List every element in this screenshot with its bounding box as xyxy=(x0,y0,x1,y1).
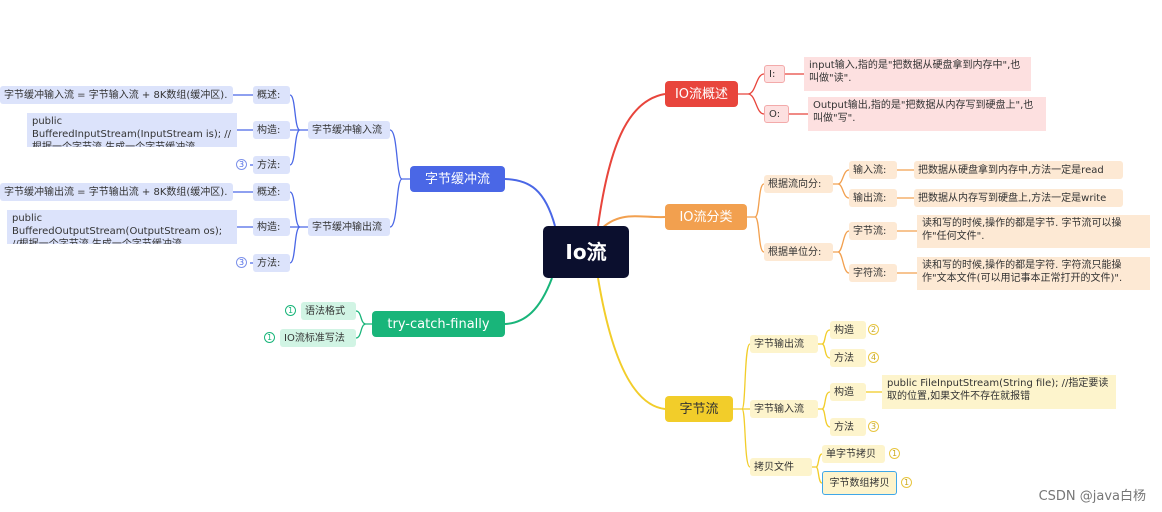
buffer-input-method-label[interactable]: 方法: xyxy=(253,156,290,174)
byte-output-method-count: 4 xyxy=(868,352,879,363)
overview-i-text[interactable]: input输入,指的是"把数据从硬盘拿到内存中",也叫做"读". xyxy=(804,57,1031,91)
overview-o-text[interactable]: Output输出,指的是"把数据从内存写到硬盘上",也叫做"写". xyxy=(808,97,1046,131)
buffer-output-method-label[interactable]: 方法: xyxy=(253,254,290,272)
byte-input-construct-text[interactable]: public FileInputStream(String file); //指… xyxy=(882,375,1116,409)
overview-o-label[interactable]: O: xyxy=(764,105,789,123)
byte-copy-single-count: 1 xyxy=(889,448,900,459)
buffer-input-overview-label[interactable]: 概述: xyxy=(253,86,290,104)
buffer-input-method-count: 3 xyxy=(236,159,247,170)
classify-output-label[interactable]: 输出流: xyxy=(849,189,897,207)
buffer-node[interactable]: 字节缓冲流 xyxy=(410,166,505,192)
byte-output-method[interactable]: 方法 xyxy=(830,349,866,367)
bytestream-node[interactable]: 字节流 xyxy=(665,396,733,422)
byte-output-construct[interactable]: 构造 xyxy=(830,321,866,339)
trycatch-syntax-count: 1 xyxy=(285,305,296,316)
buffer-input-construct-text[interactable]: public BufferedInputStream(InputStream i… xyxy=(27,113,237,147)
overview-node[interactable]: IO流概述 xyxy=(665,81,738,107)
classify-node[interactable]: IO流分类 xyxy=(665,204,747,230)
buffer-input-overview-text[interactable]: 字节缓冲输入流 = 字节输入流 + 8K数组(缓冲区). xyxy=(0,86,233,104)
trycatch-syntax[interactable]: 语法格式 xyxy=(301,302,356,320)
byte-copy-file[interactable]: 拷贝文件 xyxy=(750,458,812,476)
buffer-input-stream[interactable]: 字节缓冲输入流 xyxy=(308,121,390,139)
classify-input-label[interactable]: 输入流: xyxy=(849,161,897,179)
classify-input-text[interactable]: 把数据从硬盘拿到内存中,方法一定是read xyxy=(914,161,1123,179)
root-node[interactable]: Io流 xyxy=(543,226,629,278)
classify-by-direction[interactable]: 根据流向分: xyxy=(764,175,833,193)
classify-char-text[interactable]: 读和写的时候,操作的都是字符. 字符流只能操作"文本文件(可以用记事本正常打开的… xyxy=(917,257,1150,290)
trycatch-node[interactable]: try-catch-finally xyxy=(372,311,505,337)
byte-output-stream[interactable]: 字节输出流 xyxy=(750,335,818,353)
buffer-output-stream[interactable]: 字节缓冲输出流 xyxy=(308,218,390,236)
classify-byte-label[interactable]: 字节流: xyxy=(849,222,897,240)
byte-input-stream[interactable]: 字节输入流 xyxy=(750,400,818,418)
buffer-output-construct-text[interactable]: public BufferedOutputStream(OutputStream… xyxy=(7,210,237,244)
classify-char-label[interactable]: 字符流: xyxy=(849,264,897,282)
trycatch-standard-count: 1 xyxy=(264,332,275,343)
byte-input-method-count: 3 xyxy=(868,421,879,432)
classify-byte-text[interactable]: 读和写的时候,操作的都是字节. 字节流可以操作"任何文件". xyxy=(917,215,1150,248)
buffer-output-overview-label[interactable]: 概述: xyxy=(253,183,290,201)
byte-input-construct[interactable]: 构造 xyxy=(830,383,866,401)
byte-copy-array-count: 1 xyxy=(901,477,912,488)
watermark: CSDN @java白杨 xyxy=(1038,489,1146,504)
trycatch-standard[interactable]: IO流标准写法 xyxy=(280,329,356,347)
buffer-input-construct-label[interactable]: 构造: xyxy=(253,121,290,139)
byte-input-method[interactable]: 方法 xyxy=(830,418,866,436)
classify-output-text[interactable]: 把数据从内存写到硬盘上,方法一定是write xyxy=(914,189,1123,207)
buffer-output-method-count: 3 xyxy=(236,257,247,268)
overview-i-label[interactable]: I: xyxy=(764,65,785,83)
byte-output-construct-count: 2 xyxy=(868,324,879,335)
buffer-output-overview-text[interactable]: 字节缓冲输出流 = 字节输出流 + 8K数组(缓冲区). xyxy=(0,183,233,201)
buffer-output-construct-label[interactable]: 构造: xyxy=(253,218,290,236)
byte-copy-single[interactable]: 单字节拷贝 xyxy=(822,445,885,463)
classify-by-unit[interactable]: 根据单位分: xyxy=(764,243,833,261)
byte-copy-array[interactable]: 字节数组拷贝 xyxy=(822,471,897,495)
